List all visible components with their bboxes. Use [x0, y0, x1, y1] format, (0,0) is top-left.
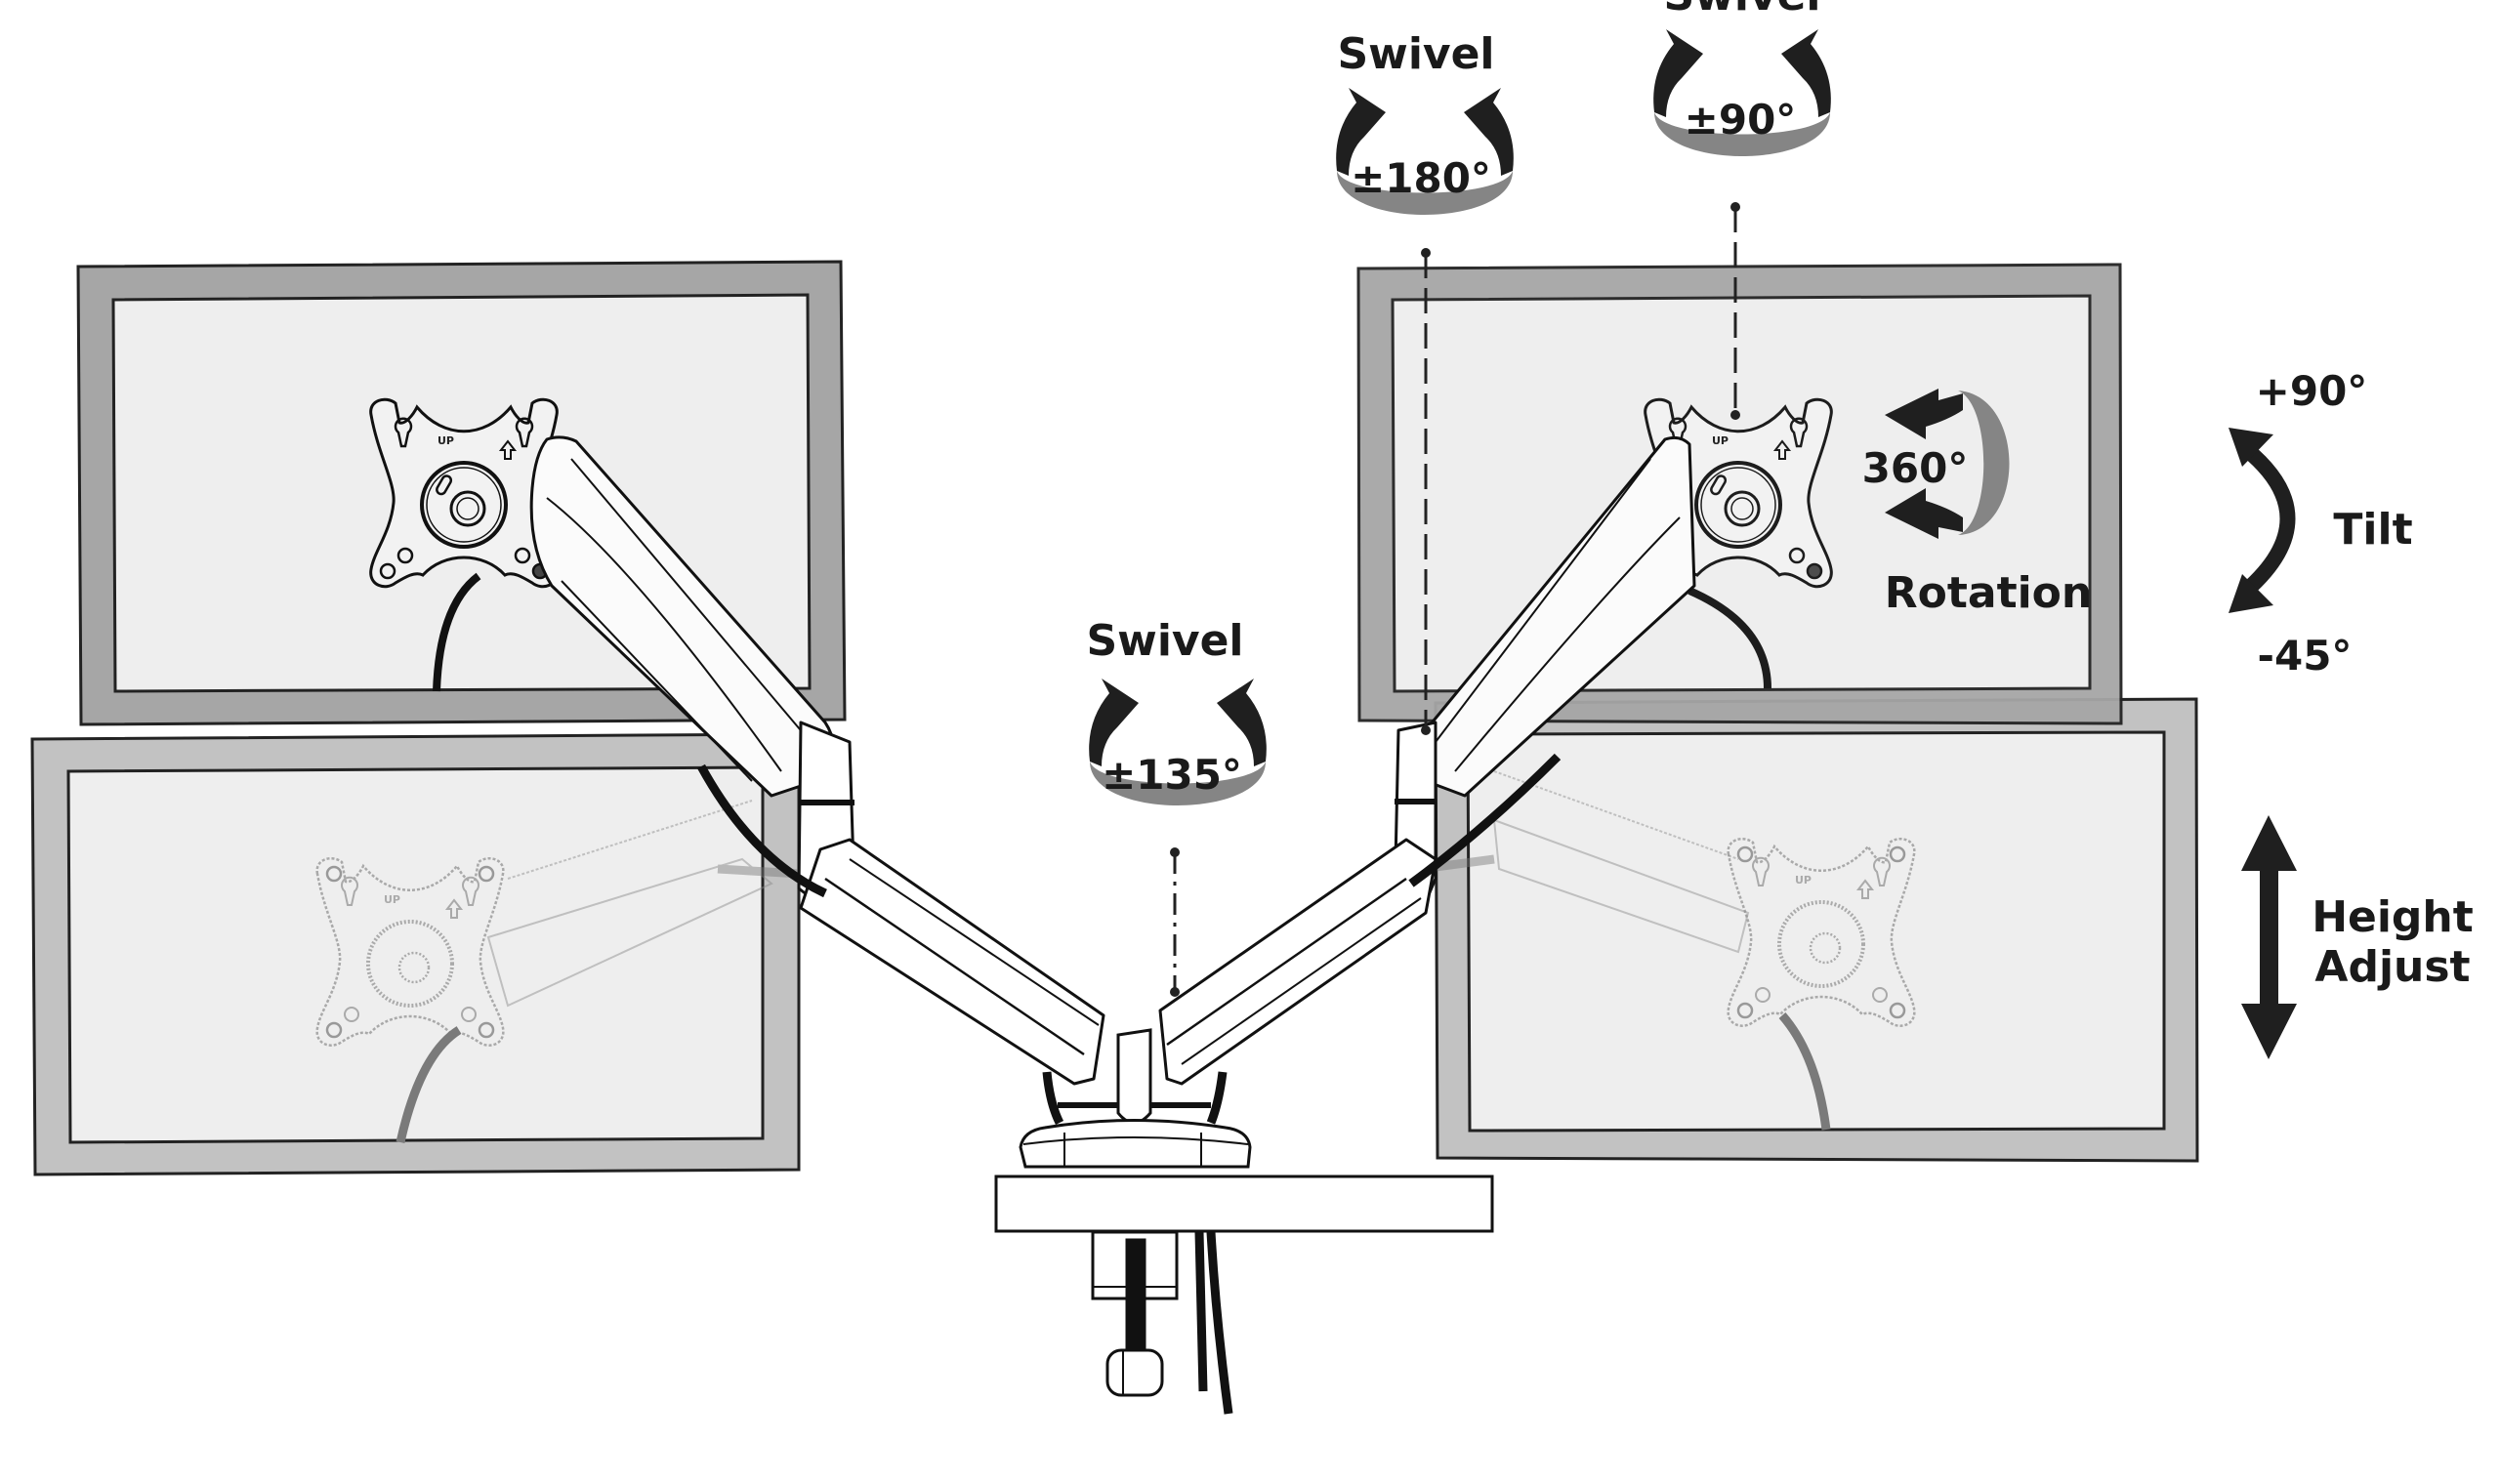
monitor-bottom-left	[30, 732, 802, 1176]
plate-up-text-top-right: UP	[1712, 434, 1729, 447]
cables	[1194, 1231, 1233, 1415]
swivel-head-label: Swivel	[1663, 0, 1820, 21]
tilt-arrow-down-icon	[2229, 574, 2273, 613]
height-arrow-icon	[2241, 815, 2297, 1059]
rotation-label: Rotation	[1885, 568, 2093, 618]
tilt-max-value: +90°	[2256, 367, 2368, 415]
monitor-bottom-right	[1420, 697, 2199, 1163]
desk-clamp	[1091, 1230, 1179, 1397]
swivel-arm-label: Swivel	[1337, 29, 1494, 79]
height-label-line1: Height	[2312, 892, 2474, 942]
desk	[994, 1175, 1494, 1233]
rotation-callout: 360° Rotation	[1862, 389, 2093, 618]
swivel-head-callout: Swivel ±90°	[1653, 0, 1831, 420]
rotation-arrow-bottom-icon	[1885, 488, 1963, 539]
monitor-top-right	[1356, 263, 2123, 725]
pole-and-base	[1019, 1028, 1252, 1169]
arm-left	[529, 435, 1105, 1126]
plate-up-text-ghost-right: UP	[1795, 874, 1812, 886]
tilt-callout: +90° Tilt -45°	[2229, 367, 2413, 680]
swivel-base-value: ±135°	[1102, 751, 1242, 799]
tilt-arc-icon	[2240, 442, 2296, 597]
height-label-line2: Adjust	[2314, 942, 2470, 992]
plate-up-text-ghost-left: UP	[384, 893, 400, 906]
swivel-arm-callout: Swivel ±180°	[1336, 29, 1514, 735]
swivel-base-label: Swivel	[1086, 616, 1243, 666]
rotation-ring-icon	[1958, 391, 2010, 535]
swivel-base-callout: Swivel ±135°	[1086, 616, 1267, 997]
tilt-label: Tilt	[2333, 505, 2412, 555]
swivel-arm-value: ±180°	[1351, 154, 1491, 202]
plate-up-text-top-left: UP	[438, 434, 454, 447]
rotation-arrow-top-icon	[1885, 389, 1963, 439]
height-adjust-callout: Height Adjust	[2241, 815, 2474, 1059]
arm-right	[1158, 435, 1696, 1125]
tilt-min-value: -45°	[2258, 632, 2353, 680]
tilt-arrow-up-icon	[2229, 428, 2273, 467]
swivel-head-value: ±90°	[1685, 96, 1797, 144]
rotation-value: 360°	[1862, 444, 1969, 492]
